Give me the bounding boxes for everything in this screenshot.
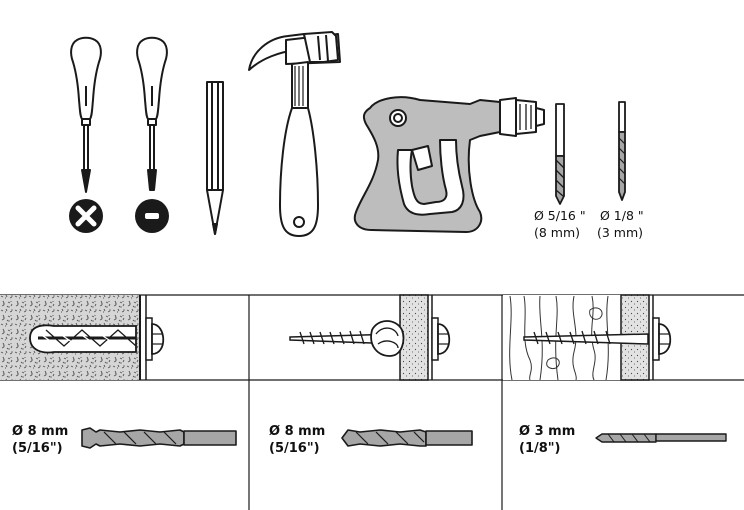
hammer-icon (248, 31, 341, 237)
panel-3-imperial-label: (1/8") (519, 441, 561, 456)
pencil-icon (206, 81, 224, 235)
panel-2-size-label: Ø 8 mm (269, 424, 326, 439)
drill-bit-large-icon (555, 103, 565, 205)
panel-1-imperial-label: (5/16") (12, 441, 63, 456)
drill-bit-small-icon (618, 101, 626, 201)
phillips-screwdriver-icon (70, 36, 102, 193)
wood-stud-screw-figure (503, 294, 672, 381)
drywall-screw-figure (289, 294, 451, 381)
wood-bit-small-icon (595, 433, 727, 443)
panel-1-size-label: Ø 8 mm (12, 424, 69, 439)
concrete-wall-anchor-figure (0, 295, 165, 380)
power-drill-icon (353, 96, 545, 233)
masonry-bit-icon (81, 427, 237, 449)
bit-small-size-label: Ø 1/8 " (600, 208, 644, 223)
panel-2-imperial-label: (5/16") (269, 441, 320, 456)
wood-bit-large-icon (341, 429, 473, 447)
flathead-screwdriver-icon (136, 36, 168, 191)
bit-large-size-label: Ø 5/16 " (534, 208, 586, 223)
panel-3-size-label: Ø 3 mm (519, 424, 576, 439)
bit-large-metric-label: (8 mm) (534, 225, 581, 240)
bit-small-metric-label: (3 mm) (597, 225, 644, 240)
phillips-head-icon (69, 199, 103, 233)
flathead-icon (135, 199, 169, 233)
